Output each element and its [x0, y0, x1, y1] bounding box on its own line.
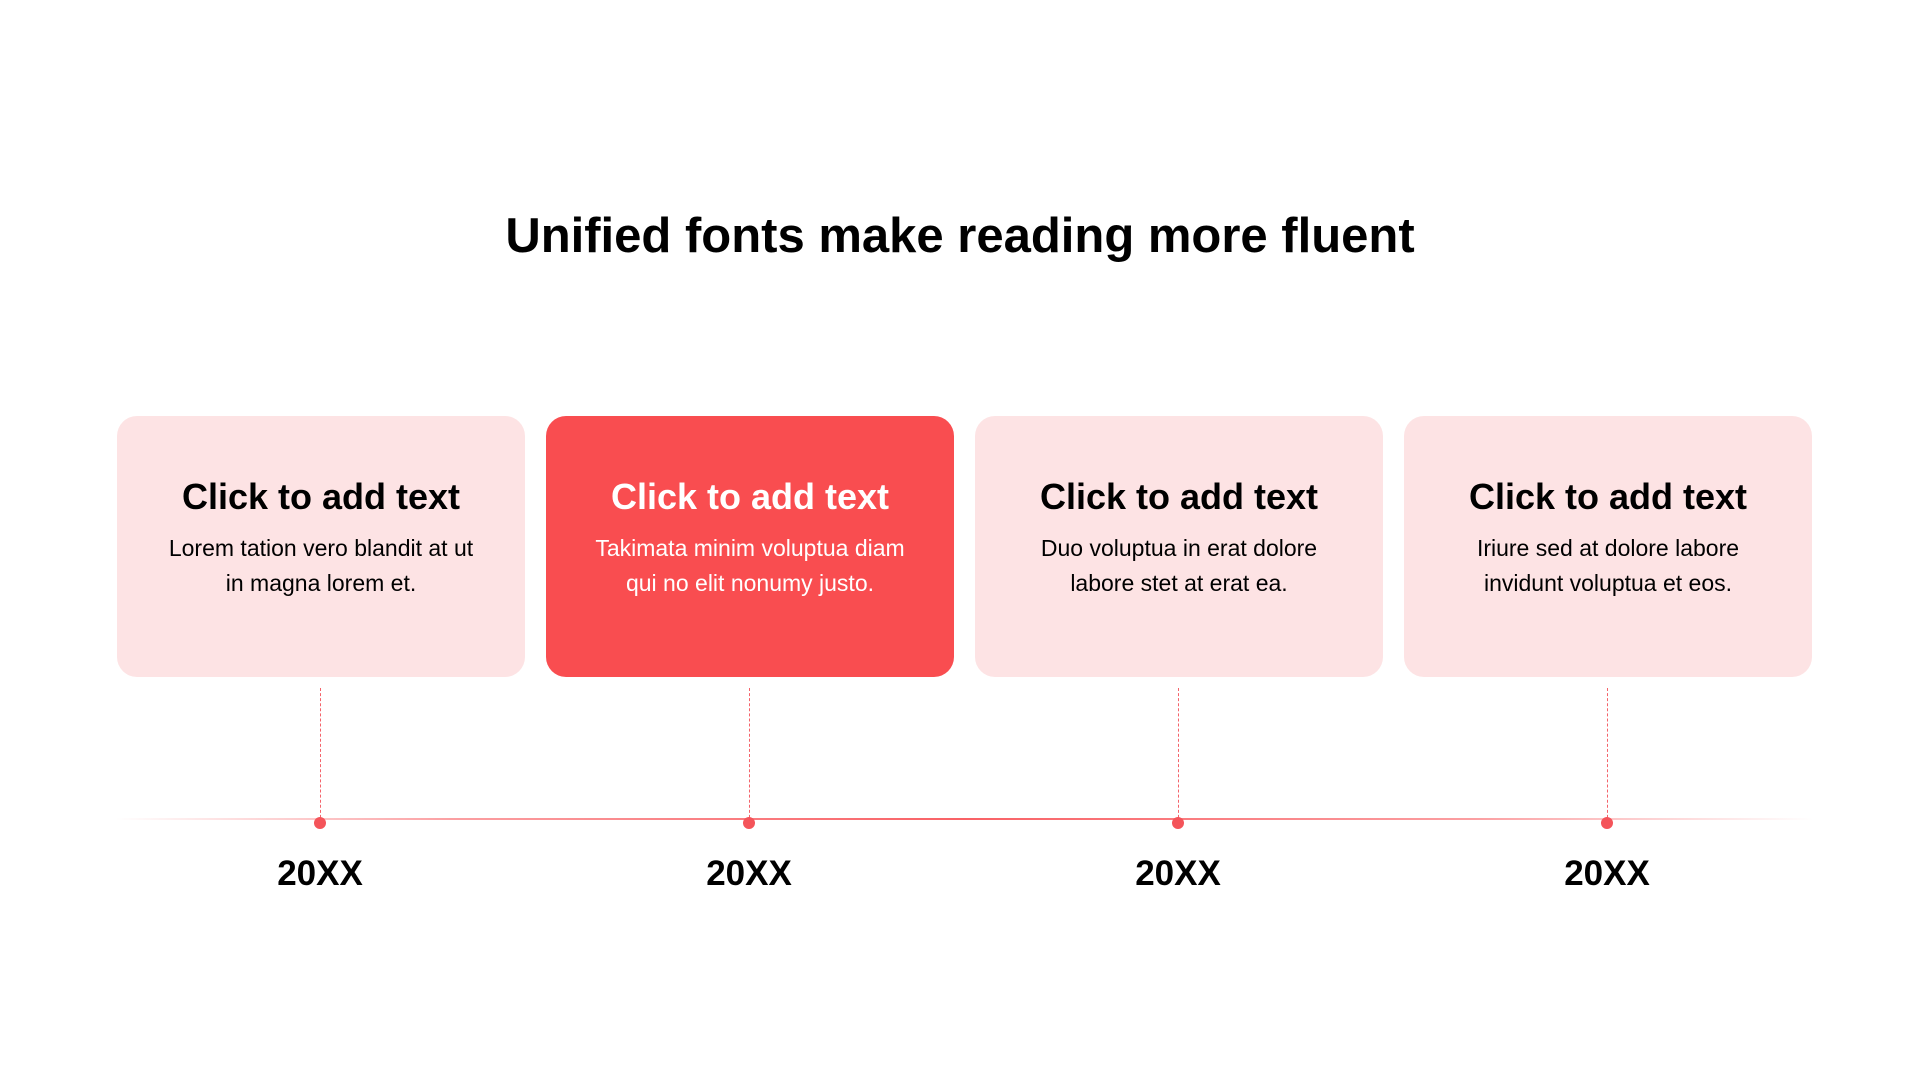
card-heading[interactable]: Click to add text	[1039, 476, 1319, 517]
year-label-1[interactable]: 20XX	[277, 854, 363, 893]
card-body[interactable]: Lorem tation vero blandit at ut in magna…	[168, 535, 474, 596]
dashed-connector-4	[1607, 688, 1608, 823]
card-heading[interactable]: Click to add text	[1468, 476, 1748, 517]
timeline-dot-3	[1172, 817, 1184, 829]
timeline-dot-4	[1601, 817, 1613, 829]
card-heading[interactable]: Click to add text	[181, 476, 461, 517]
timeline-line	[116, 818, 1813, 820]
dashed-connector-2	[749, 688, 750, 823]
timeline-card-4[interactable]: Click to add text Iriure sed at dolore l…	[1404, 416, 1812, 677]
timeline-dot-2	[743, 817, 755, 829]
timeline-card-2[interactable]: Click to add text Takimata minim voluptu…	[546, 416, 954, 677]
timeline-card-1[interactable]: Click to add text Lorem tation vero blan…	[117, 416, 525, 677]
year-label-3[interactable]: 20XX	[1135, 854, 1221, 893]
timeline-card-3[interactable]: Click to add text Duo voluptua in erat d…	[975, 416, 1383, 677]
dashed-connector-3	[1178, 688, 1179, 823]
timeline-dot-1	[314, 817, 326, 829]
card-body[interactable]: Duo voluptua in erat dolore labore stet …	[1040, 535, 1318, 596]
card-body[interactable]: Iriure sed at dolore labore invidunt vol…	[1476, 535, 1740, 596]
card-heading[interactable]: Click to add text	[610, 476, 890, 517]
year-label-4[interactable]: 20XX	[1564, 854, 1650, 893]
year-label-2[interactable]: 20XX	[706, 854, 792, 893]
slide-title[interactable]: Unified fonts make reading more fluent	[505, 209, 1415, 263]
card-body[interactable]: Takimata minim voluptua diam qui no elit…	[595, 535, 905, 596]
dashed-connector-1	[320, 688, 321, 823]
